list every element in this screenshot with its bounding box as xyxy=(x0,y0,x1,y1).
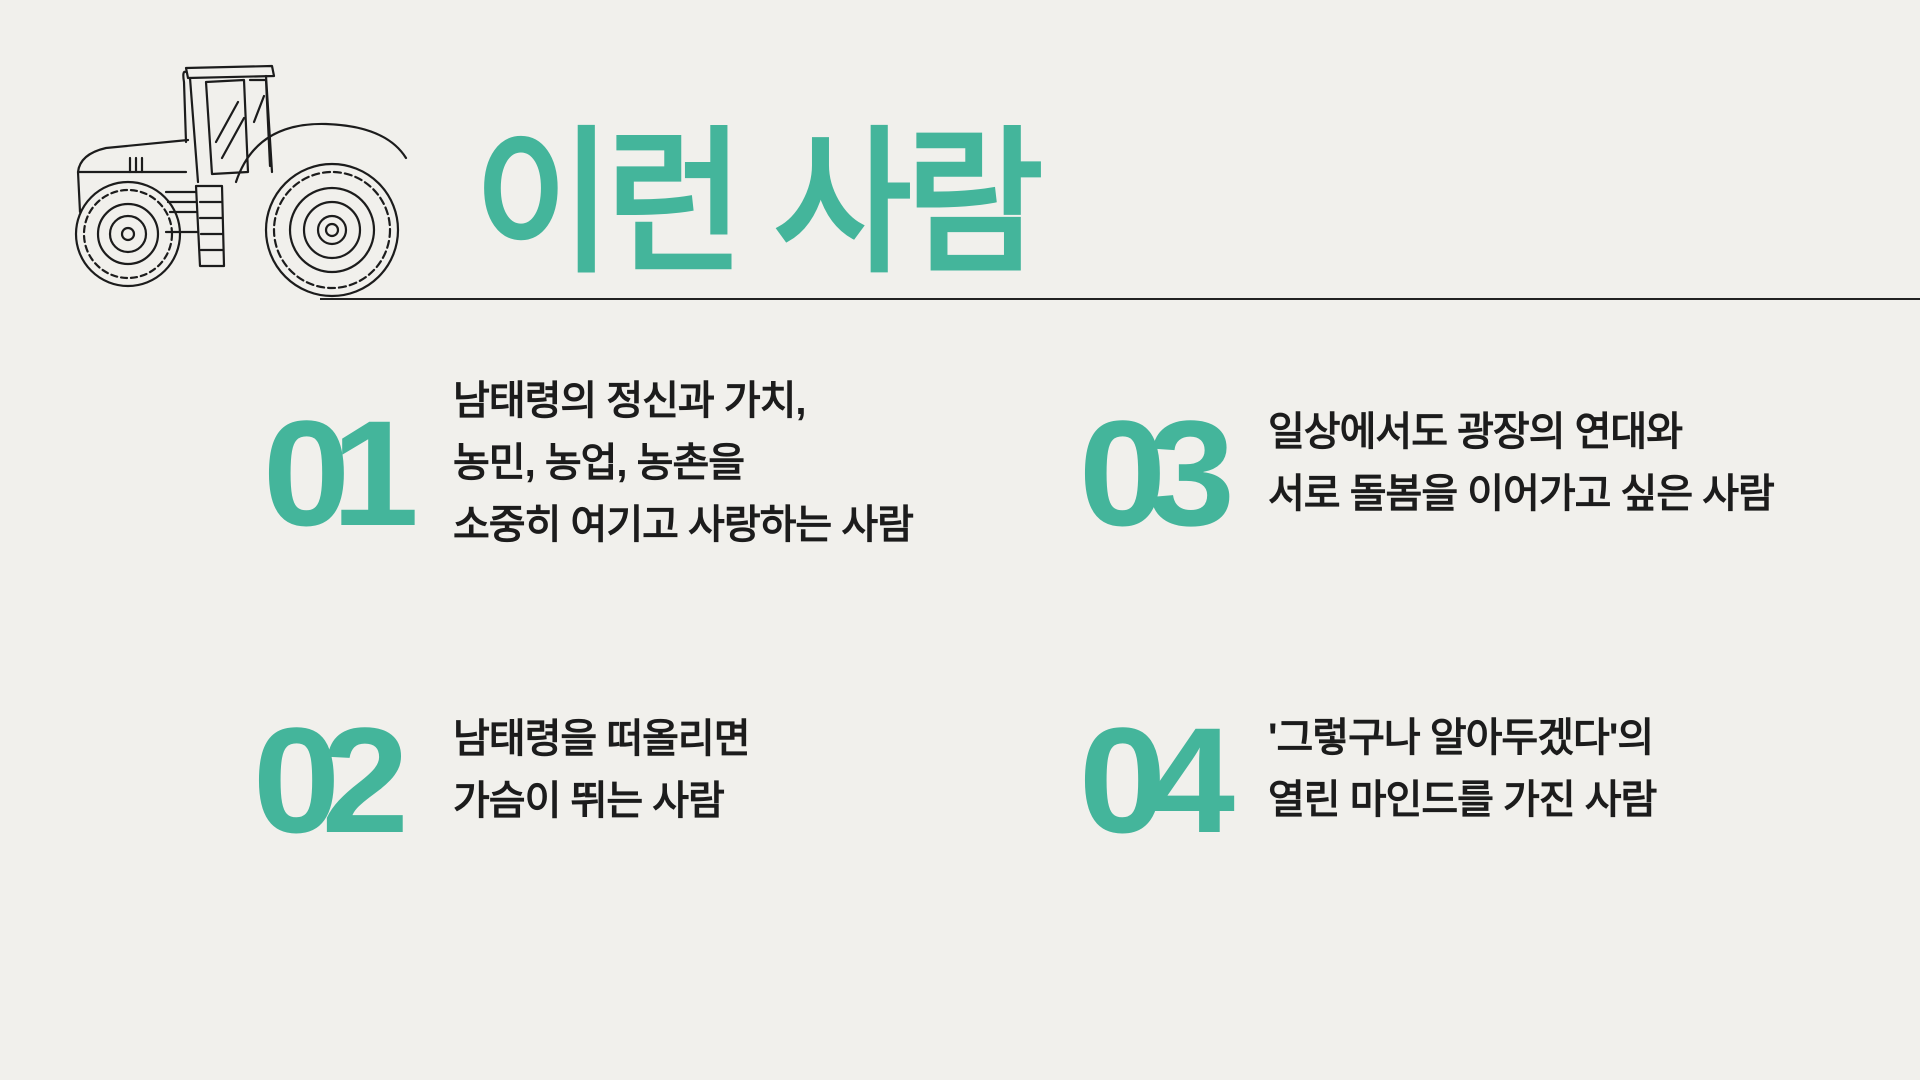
item-line: 남태령을 떠올리면 xyxy=(453,717,751,761)
item-text-04: '그렇구나 알아두겠다'의 열린 마인드를 가진 사람 xyxy=(1268,707,1657,831)
item-line: 농민, 농업, 농촌을 xyxy=(453,441,745,485)
item-line: 일상에서도 광장의 연대와 xyxy=(1268,410,1683,454)
item-line: '그렇구나 알아두겠다'의 xyxy=(1268,716,1654,760)
divider-line xyxy=(320,298,1920,300)
item-text-01: 남태령의 정신과 가치, 농민, 농업, 농촌을 소중히 여기고 사랑하는 사람 xyxy=(453,370,914,556)
tractor-illustration xyxy=(74,64,408,298)
item-line: 남태령의 정신과 가치, xyxy=(453,379,807,423)
item-line: 열린 마인드를 가진 사람 xyxy=(1268,778,1657,822)
item-line: 소중히 여기고 사랑하는 사람 xyxy=(453,503,914,547)
item-number-02: 02 xyxy=(252,696,409,864)
item-line: 서로 돌봄을 이어가고 싶은 사람 xyxy=(1268,472,1775,516)
item-text-03: 일상에서도 광장의 연대와 서로 돌봄을 이어가고 싶은 사람 xyxy=(1268,401,1775,525)
item-line: 가슴이 뛰는 사람 xyxy=(453,779,725,823)
item-text-02: 남태령을 떠올리면 가슴이 뛰는 사람 xyxy=(453,708,751,832)
page-title: 이런 사람 xyxy=(474,114,1044,292)
item-number-04: 04 xyxy=(1078,696,1235,864)
item-number-01: 01 xyxy=(262,389,419,557)
item-number-03: 03 xyxy=(1078,389,1235,557)
